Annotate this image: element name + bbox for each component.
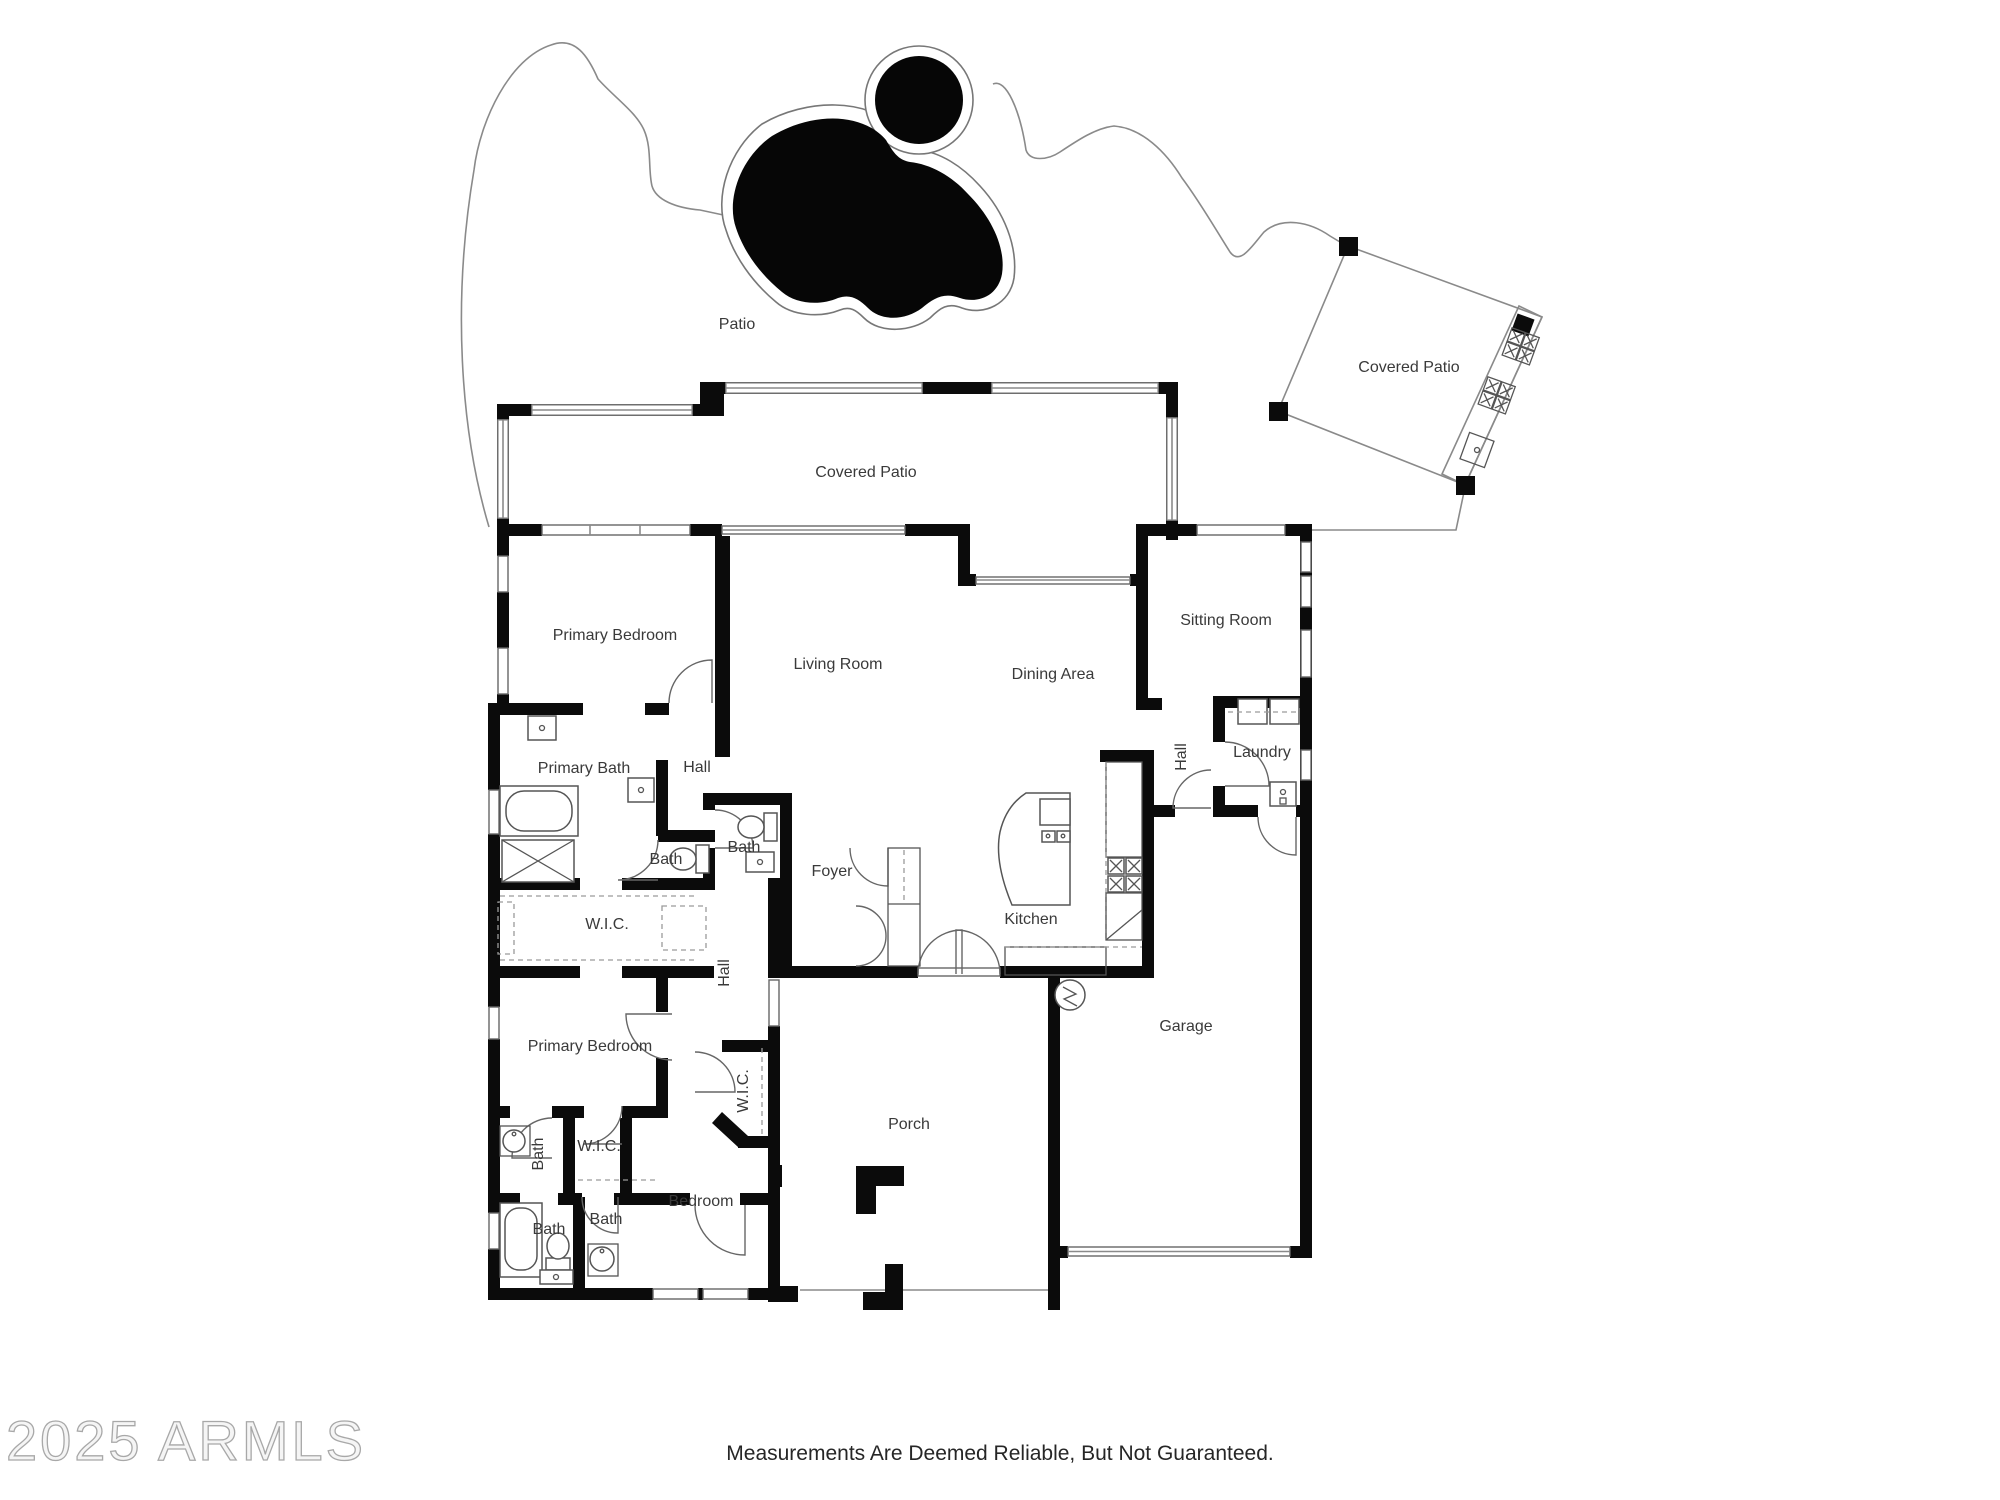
porch-structure	[768, 1165, 1048, 1310]
shower-icon	[501, 839, 575, 883]
room-label-covered-patio-right: Covered Patio	[1358, 359, 1459, 376]
closet-shelves	[497, 895, 707, 961]
garage-door	[1067, 1246, 1291, 1257]
windows	[488, 524, 1312, 1300]
bath-door	[581, 1196, 619, 1234]
toilet-icon	[737, 812, 778, 842]
toilet-icon	[669, 844, 710, 874]
room-label-wic-3: W.I.C.	[577, 1138, 621, 1155]
room-label-primary-bath: Primary Bath	[538, 760, 630, 777]
washer-dryer-icon	[1228, 698, 1300, 725]
room-label-bath-5: Bath	[590, 1211, 623, 1228]
porch-post	[768, 1286, 798, 1302]
exterior-walls	[488, 524, 1312, 1310]
room-label-wic-2: W.I.C.	[735, 1069, 752, 1113]
room-label-dining-area: Dining Area	[1012, 666, 1095, 683]
sink-icon	[539, 1269, 574, 1285]
foyer-closet	[887, 847, 921, 967]
toilet-icon	[545, 1232, 571, 1271]
bedroom-door	[694, 1204, 746, 1256]
room-label-hall-3: Hall	[716, 959, 733, 987]
laundry-door	[1224, 741, 1270, 787]
bath-door	[617, 839, 659, 881]
sink-icon	[1269, 781, 1297, 807]
garage-entry-door	[1257, 816, 1297, 856]
room-label-primary-bedroom-2: Primary Bedroom	[528, 1038, 652, 1055]
room-label-wic-1: W.I.C.	[585, 916, 629, 933]
sink-icon	[745, 851, 775, 873]
sink-icon	[627, 777, 655, 803]
porch-post	[768, 1165, 782, 1187]
bedroom2-door	[625, 1013, 673, 1061]
closet-door	[855, 935, 887, 967]
patio-post	[1456, 476, 1475, 495]
pool-area	[720, 45, 1016, 330]
yard-boundary-line	[460, 42, 1465, 531]
room-label-porch: Porch	[888, 1116, 930, 1133]
room-label-bath-3: Bath	[530, 1138, 547, 1171]
bbq-grill-icon	[1477, 375, 1517, 415]
room-label-sitting-room: Sitting Room	[1180, 612, 1272, 629]
room-label-laundry: Laundry	[1233, 744, 1291, 761]
doors	[511, 659, 1297, 1256]
room-label-primary-bedroom-1: Primary Bedroom	[553, 627, 677, 644]
hall-door	[1172, 769, 1212, 809]
patio-post	[1511, 313, 1535, 337]
room-label-garage: Garage	[1159, 1018, 1212, 1035]
pool	[732, 118, 1003, 318]
patio-screen-windows	[497, 382, 1178, 521]
kitchen-island	[997, 792, 1071, 906]
closet-door	[855, 905, 887, 937]
wic-door	[583, 1105, 623, 1145]
entry-door	[955, 929, 1001, 975]
patio-post	[1339, 237, 1358, 256]
patio-post	[1269, 402, 1288, 421]
room-label-living-room: Living Room	[794, 656, 883, 673]
bbq-sink-icon	[1459, 431, 1495, 469]
armls-watermark: 2025 ARMLS	[5, 1408, 366, 1472]
sink-icon	[527, 715, 557, 741]
bathtub-icon	[499, 785, 579, 837]
room-label-hall-2: Hall	[1173, 743, 1190, 771]
porch-post	[856, 1166, 904, 1214]
interior-walls	[488, 536, 1154, 1300]
covered-patio-right-structure	[1269, 237, 1544, 495]
room-label-bedroom: Bedroom	[669, 1193, 734, 1210]
room-label-hall-1: Hall	[683, 759, 711, 776]
room-label-bath-2: Bath	[728, 839, 761, 856]
water-heater-icon	[1054, 979, 1086, 1011]
measurement-disclaimer: Measurements Are Deemed Reliable, But No…	[726, 1442, 1274, 1465]
foyer-door	[849, 847, 889, 887]
primary-bedroom-door	[668, 659, 713, 704]
covered-patio-main-structure	[497, 382, 1178, 540]
room-label-foyer: Foyer	[812, 863, 854, 880]
bbq-grill-icon	[1501, 326, 1541, 366]
room-label-covered-patio-main: Covered Patio	[815, 464, 916, 481]
kitchen-counters	[1004, 761, 1143, 976]
room-label-bath-1: Bath	[650, 851, 683, 868]
range-icon	[1107, 857, 1143, 893]
spa	[875, 56, 963, 144]
porch-post	[863, 1264, 903, 1310]
sink-icon	[499, 1125, 531, 1157]
fixtures	[497, 698, 1300, 1285]
wic-door	[694, 1051, 736, 1093]
room-label-kitchen: Kitchen	[1004, 911, 1057, 928]
room-label-bath-4: Bath	[533, 1221, 566, 1238]
room-label-patio: Patio	[719, 316, 756, 333]
entry-sidelite	[917, 967, 1001, 977]
sink-icon	[587, 1243, 619, 1277]
bathtub-icon	[499, 1202, 543, 1278]
